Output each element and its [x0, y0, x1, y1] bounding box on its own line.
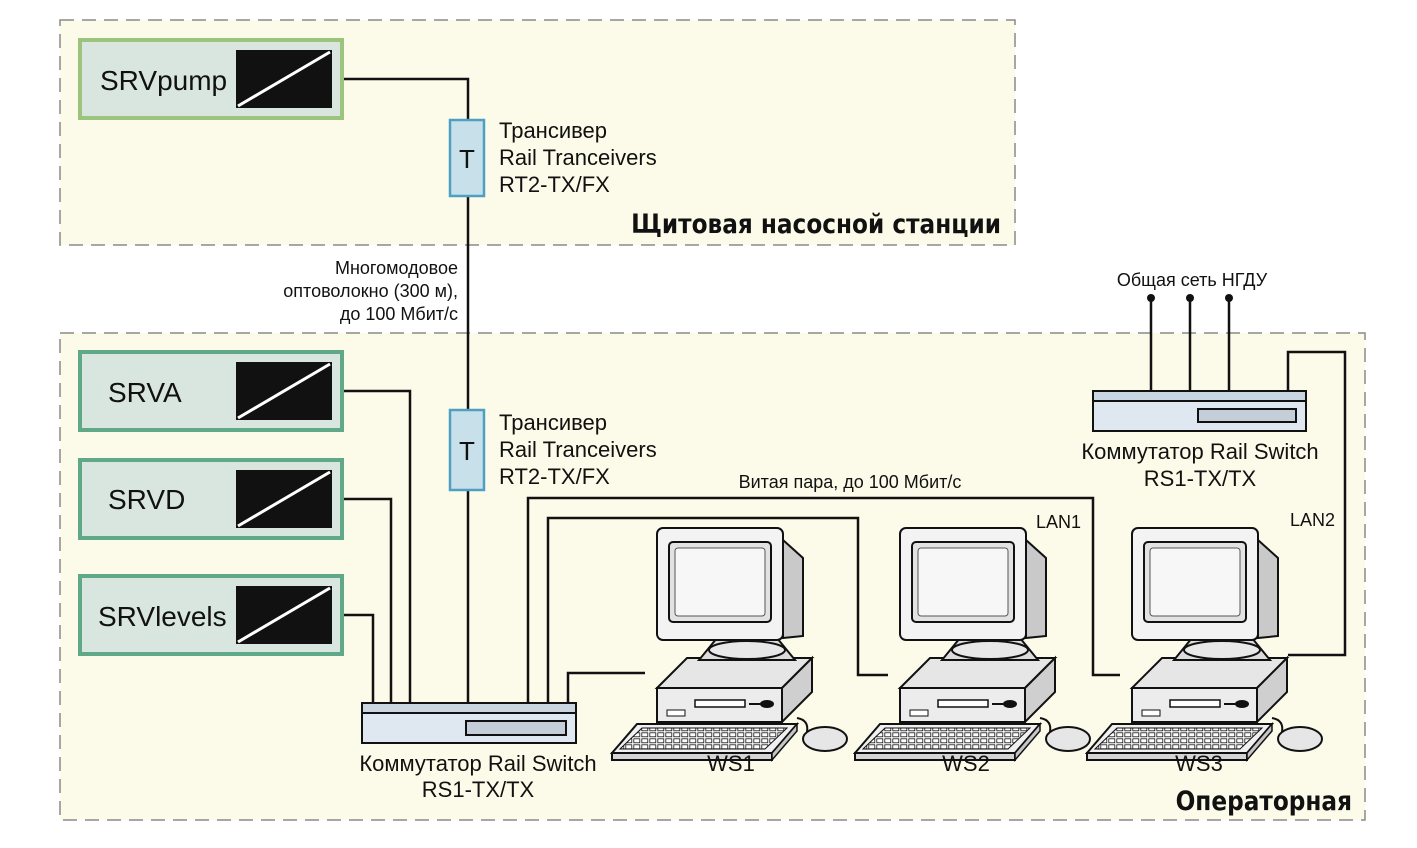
- transceiver-upper-model: Rail Tranceivers: [499, 145, 657, 170]
- server-srvlevels-label: SRVlevels: [98, 601, 227, 632]
- switch-main: Коммутатор Rail Switch RS1-TX/TX: [359, 702, 597, 802]
- link-switch-ws2: [546, 516, 888, 703]
- transceiver-upper: T Трансивер Rail Tranceivers RT2-TX/FX: [448, 118, 657, 198]
- uplink-dot-3: [1225, 294, 1233, 302]
- transceiver-lower-glyph: T: [459, 436, 475, 466]
- connection-lines: [344, 77, 1347, 703]
- fiber-label-line2: оптоволокно (300 м),: [283, 281, 458, 301]
- transceiver-upper-glyph: T: [459, 144, 475, 174]
- fiber-label-line1: Многомодовое: [335, 258, 458, 278]
- fiber-label: Многомодовое оптоволокно (300 м), до 100…: [283, 258, 458, 324]
- transceiver-lower-model: Rail Tranceivers: [499, 437, 657, 462]
- lan1-label: LAN1: [1036, 512, 1081, 532]
- uplink-dot-1: [1147, 294, 1155, 302]
- server-srva: SRVA: [78, 350, 344, 432]
- transceiver-lower-code: RT2-TX/FX: [499, 464, 610, 489]
- operator-zone-title: Операторная: [1176, 785, 1352, 816]
- link-srvd-switch: [344, 497, 393, 703]
- workstation-ws1-label: WS1: [707, 751, 755, 776]
- switch-main-model: RS1-TX/TX: [422, 777, 535, 802]
- server-srvlevels: SRVlevels: [78, 574, 344, 656]
- switch-upper: Коммутатор Rail Switch RS1-TX/TX: [1081, 390, 1319, 491]
- link-switch-ws1: [566, 671, 645, 703]
- switch-upper-model: RS1-TX/TX: [1144, 466, 1257, 491]
- uplink-dot-2: [1186, 294, 1194, 302]
- workstation-ws2-label: WS2: [942, 751, 990, 776]
- lan2-label: LAN2: [1290, 510, 1335, 530]
- server-srvpump: SRVpump: [78, 38, 344, 120]
- server-srvpump-label: SRVpump: [100, 65, 227, 96]
- fiber-label-line3: до 100 Мбит/с: [340, 304, 458, 324]
- switch-upper-title: Коммутатор Rail Switch: [1081, 439, 1318, 464]
- workstation-ws3-label: WS3: [1175, 751, 1223, 776]
- transceiver-lower: T Трансивер Rail Tranceivers RT2-TX/FX: [448, 408, 657, 492]
- server-srva-label: SRVA: [108, 377, 182, 408]
- twisted-pair-label: Витая пара, до 100 Мбит/с: [739, 472, 962, 492]
- workstation-ws2: WS2: [854, 527, 1091, 776]
- link-srvlevels-switch: [344, 613, 375, 703]
- network-label: Общая сеть НГДУ: [1117, 270, 1268, 290]
- server-srvd: SRVD: [78, 458, 344, 540]
- switch-main-title: Коммутатор Rail Switch: [359, 751, 596, 776]
- workstation-ws3: WS3: [1086, 527, 1323, 776]
- link-srvpump-transceiver: [344, 77, 470, 120]
- workstation-ws1: WS1: [611, 527, 848, 776]
- transceiver-upper-title: Трансивер: [499, 118, 607, 143]
- pump-station-zone-title: Щитовая насосной станции: [631, 208, 1001, 239]
- link-switch-ws3: [526, 496, 1120, 703]
- link-srva-switch: [344, 389, 412, 703]
- transceiver-upper-code: RT2-TX/FX: [499, 172, 610, 197]
- link-ws3-upper-switch: [1286, 350, 1347, 657]
- server-srvd-label: SRVD: [108, 484, 185, 515]
- transceiver-lower-title: Трансивер: [499, 410, 607, 435]
